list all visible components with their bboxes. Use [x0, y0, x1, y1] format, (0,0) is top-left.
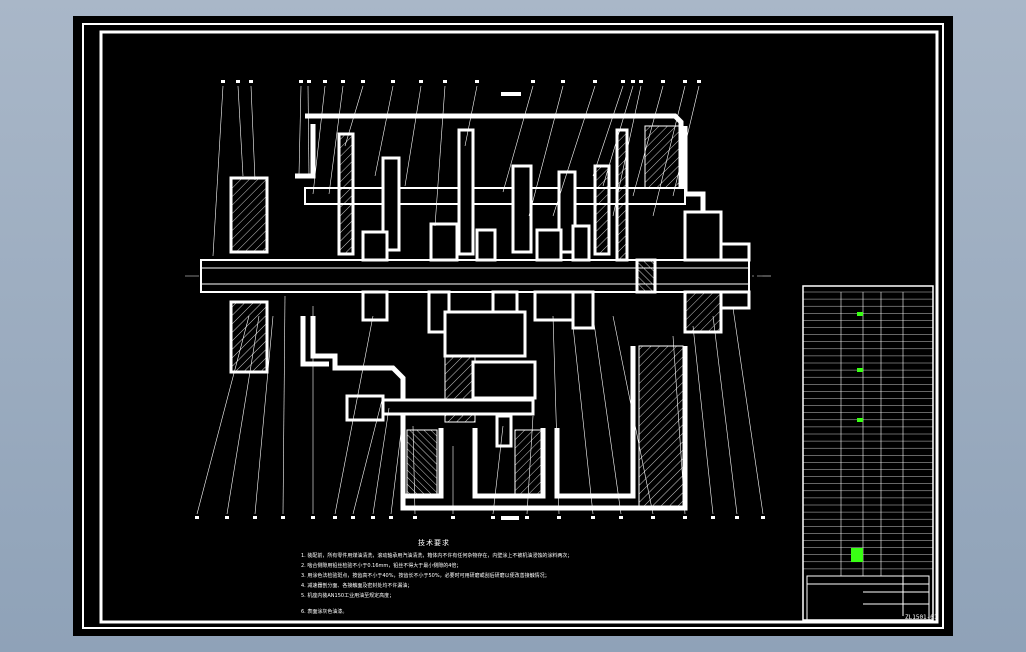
parts-highlights [851, 312, 863, 562]
main-shaft [200, 259, 750, 293]
note-line-5: 5. 机座内装AN150工业用油至规定高度； [301, 593, 395, 599]
notes-title: 技术要求 [418, 539, 450, 547]
drawing-sheet: 技术要求 1. 装配前，所有零件用煤油清洗，滚动轴承用汽油清洗，箱体内不许有任何… [73, 16, 953, 636]
housing-wall-bottom-left [406, 429, 438, 495]
housing-wall-top-right [644, 125, 680, 197]
outer-border [82, 23, 944, 629]
inner-border [99, 30, 939, 624]
countershaft-gears [337, 128, 629, 262]
idler-gear-train [345, 310, 537, 448]
housing-wall-bottom-mid [514, 429, 542, 495]
leader-lines-top [212, 85, 700, 257]
parts-list [802, 285, 934, 621]
drawing-number: ZL1501-01 [905, 614, 938, 621]
output-flange [635, 210, 751, 334]
parts-list-rows [803, 291, 933, 570]
gearbox-assembly-drawing [82, 23, 944, 629]
housing-wall-right [638, 345, 684, 507]
balloon-marks [195, 80, 765, 520]
note-line-2: 2. 啮合侧隙用铅丝检验不小于0.16mm，铅丝不得大于最小侧隙的4倍； [301, 563, 462, 569]
note-line-6: 6. 表面涂灰色油漆。 [301, 609, 348, 615]
main-shaft-gears [361, 222, 595, 334]
input-coupling [229, 176, 269, 374]
note-line-4: 4. 减速器剖分面、各接触面及密封处均不许漏油； [301, 583, 413, 589]
title-block [806, 575, 930, 621]
note-line-1: 1. 装配前，所有零件用煤油清洗，滚动轴承用汽油清洗，箱体内不许有任何杂物存在，… [301, 553, 573, 559]
note-line-3: 3. 用涂色法检验斑点，按齿高不小于40%，按齿长不小于50%，必要时可用研磨或… [301, 573, 550, 579]
leader-lines-bottom [196, 295, 764, 515]
housing [295, 113, 706, 511]
